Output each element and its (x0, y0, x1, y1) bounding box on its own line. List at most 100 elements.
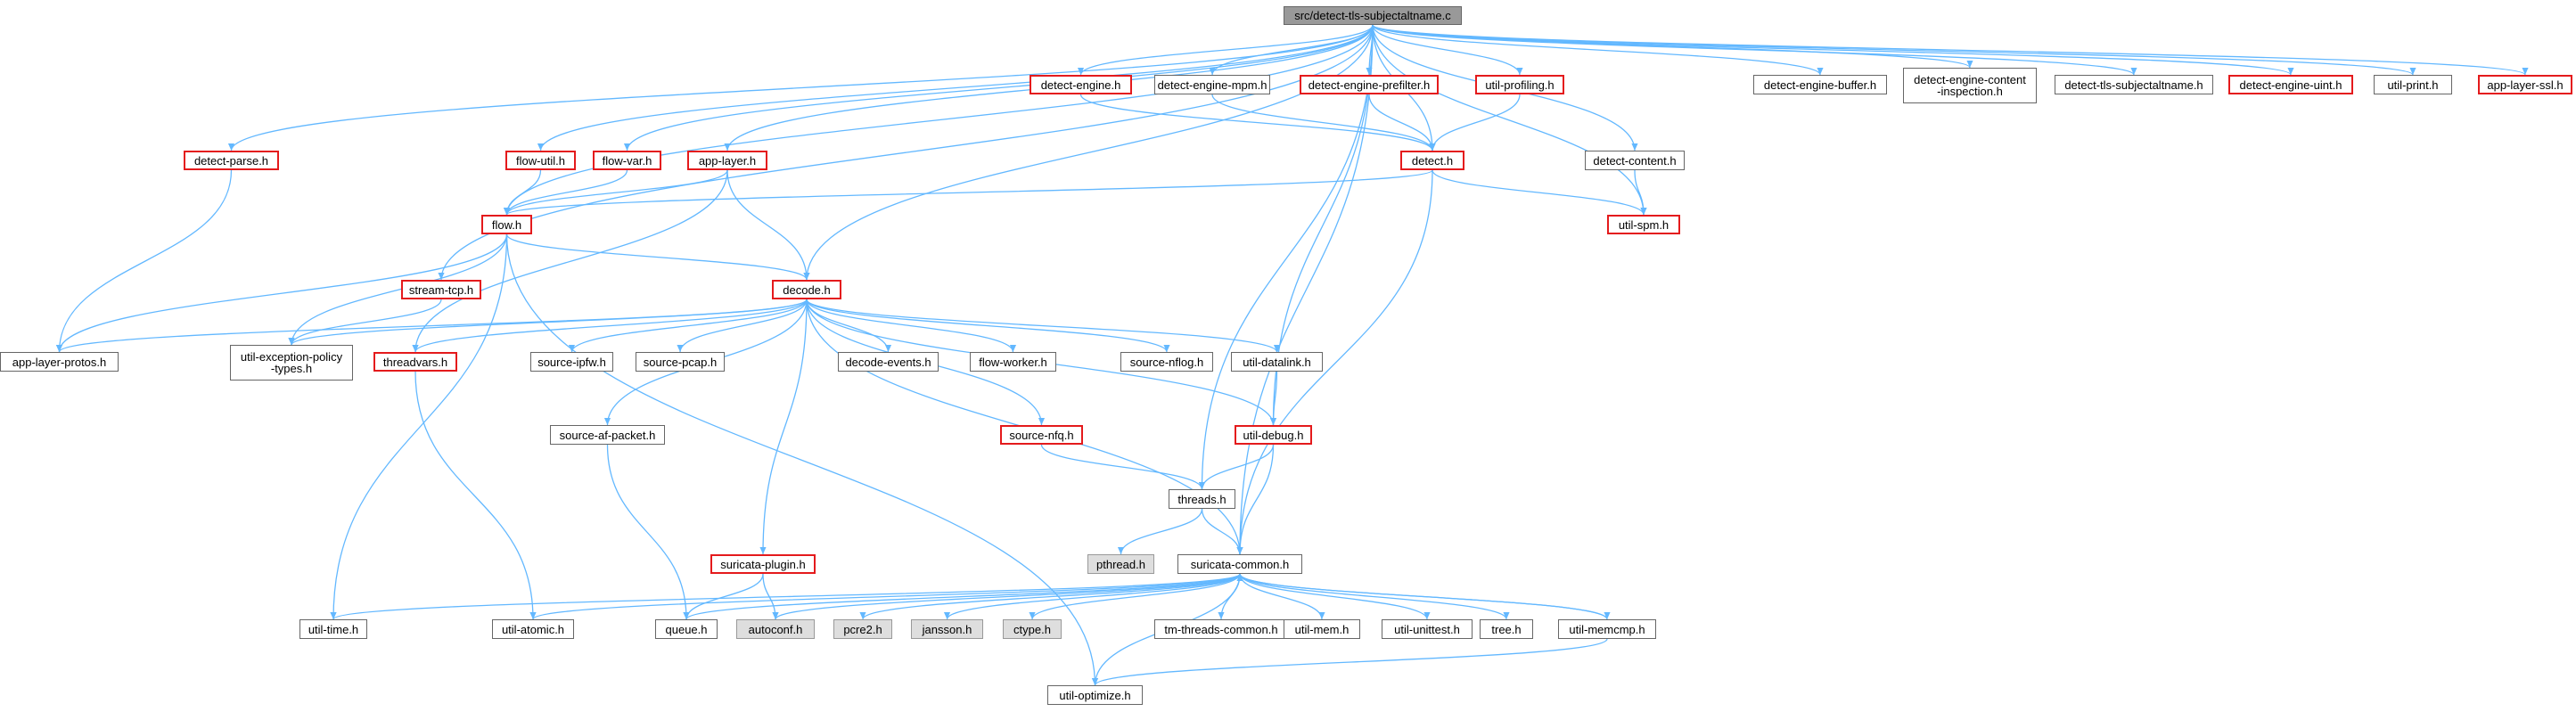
node-label: util-datalink.h (1243, 355, 1311, 369)
edge-detect-to-suricata-common (1236, 169, 1433, 555)
edge-root-to-flow-util (537, 24, 1374, 151)
node-tree[interactable]: tree.h (1480, 619, 1533, 639)
edge-threads-to-suricata-common (1201, 508, 1243, 555)
node-detect-engine[interactable]: detect-engine.h (1030, 75, 1132, 94)
node-util-exception-policy-types[interactable]: util-exception-policy -types.h (230, 345, 353, 381)
edge-suricata-common-to-util-time (330, 573, 1241, 620)
edge-root-to-decode (803, 24, 1374, 281)
node-label: source-af-packet.h (559, 428, 656, 442)
edge-app-layer-to-threadvars (412, 169, 728, 353)
node-label: detect-engine.h (1040, 78, 1121, 92)
edge-detect-engine-mpm-to-detect (1211, 94, 1436, 151)
node-detect-tls-subjectaltname[interactable]: detect-tls-subjectaltname.h (2055, 75, 2213, 94)
node-util-mem[interactable]: util-mem.h (1284, 619, 1360, 639)
node-label: app-layer-protos.h (12, 355, 107, 369)
node-label: decode-events.h (845, 355, 931, 369)
node-label: threads.h (1177, 492, 1226, 506)
node-label: source-nfq.h (1009, 428, 1074, 442)
node-util-spm[interactable]: util-spm.h (1607, 215, 1680, 234)
node-detect-engine-buffer[interactable]: detect-engine-buffer.h (1753, 75, 1887, 94)
node-detect-parse[interactable]: detect-parse.h (184, 151, 279, 170)
edge-suricata-common-to-ctype (1029, 573, 1241, 620)
node-flow[interactable]: flow.h (481, 215, 532, 234)
node-ctype: ctype.h (1003, 619, 1062, 639)
node-app-layer[interactable]: app-layer.h (687, 151, 767, 170)
node-util-unittest[interactable]: util-unittest.h (1382, 619, 1473, 639)
node-detect-engine-mpm[interactable]: detect-engine-mpm.h (1154, 75, 1270, 94)
node-label: detect-engine-content -inspection.h (1914, 73, 2026, 98)
node-label: jansson.h (922, 622, 972, 636)
node-util-optimize[interactable]: util-optimize.h (1047, 685, 1143, 705)
node-detect-engine-uint[interactable]: detect-engine-uint.h (2228, 75, 2353, 94)
node-threadvars[interactable]: threadvars.h (373, 352, 457, 372)
edge-root-to-detect-engine-uint (1372, 24, 2294, 76)
node-source-af-packet[interactable]: source-af-packet.h (550, 425, 665, 445)
node-util-profiling[interactable]: util-profiling.h (1475, 75, 1564, 94)
node-app-layer-ssl[interactable]: app-layer-ssl.h (2478, 75, 2572, 94)
node-suricata-common[interactable]: suricata-common.h (1177, 554, 1302, 574)
node-flow-worker[interactable]: flow-worker.h (970, 352, 1056, 372)
edge-suricata-common-to-jansson (943, 573, 1241, 620)
edge-source-nfq-to-threads (1040, 444, 1206, 490)
node-threads[interactable]: threads.h (1169, 489, 1235, 509)
node-label: detect-parse.h (193, 153, 269, 168)
node-decode[interactable]: decode.h (772, 280, 841, 299)
node-flow-util[interactable]: flow-util.h (505, 151, 576, 170)
edge-decode-to-util-datalink (806, 299, 1280, 353)
edge-decode-to-source-pcap (677, 299, 808, 353)
edge-root-to-util-profiling (1372, 24, 1523, 76)
node-label: util-exception-policy -types.h (240, 350, 343, 375)
node-util-atomic[interactable]: util-atomic.h (492, 619, 574, 639)
node-source-pcap[interactable]: source-pcap.h (636, 352, 725, 372)
edge-decode-to-source-ipfw (568, 299, 808, 353)
node-util-memcmp[interactable]: util-memcmp.h (1558, 619, 1656, 639)
node-queue[interactable]: queue.h (655, 619, 718, 639)
edge-root-to-detect-engine (1077, 24, 1374, 76)
node-label: detect.h (1411, 153, 1454, 168)
node-util-print[interactable]: util-print.h (2374, 75, 2452, 94)
node-source-nflog[interactable]: source-nflog.h (1120, 352, 1213, 372)
node-label: detect-tls-subjectaltname.h (2064, 78, 2203, 92)
node-decode-events[interactable]: decode-events.h (838, 352, 939, 372)
node-stream-tcp[interactable]: stream-tcp.h (401, 280, 481, 299)
edge-root-to-detect-parse (228, 24, 1374, 151)
edge-decode-to-util-exception-policy-types (288, 299, 808, 346)
edge-threadvars-to-util-atomic (414, 371, 537, 620)
node-detect-engine-prefilter[interactable]: detect-engine-prefilter.h (1300, 75, 1439, 94)
node-label: ctype.h (1013, 622, 1051, 636)
node-suricata-plugin[interactable]: suricata-plugin.h (710, 554, 816, 574)
node-detect-engine-content-inspection[interactable]: detect-engine-content -inspection.h (1903, 68, 2037, 103)
node-label: detect-engine-buffer.h (1763, 78, 1877, 92)
node-util-debug[interactable]: util-debug.h (1235, 425, 1312, 445)
edge-suricata-common-to-pcre2 (859, 573, 1241, 620)
edge-root-to-suricata-common (1236, 24, 1374, 555)
node-label: pthread.h (1096, 557, 1145, 571)
node-source-ipfw[interactable]: source-ipfw.h (530, 352, 613, 372)
node-label: tm-threads-common.h (1164, 622, 1278, 636)
node-app-layer-protos[interactable]: app-layer-protos.h (0, 352, 119, 372)
node-label: detect-engine-prefilter.h (1308, 78, 1431, 92)
node-label: flow.h (491, 217, 522, 232)
node-pcre2: pcre2.h (833, 619, 892, 639)
edge-detect-to-flow (504, 169, 1433, 216)
node-detect[interactable]: detect.h (1400, 151, 1464, 170)
node-util-datalink[interactable]: util-datalink.h (1231, 352, 1323, 372)
node-flow-var[interactable]: flow-var.h (593, 151, 661, 170)
node-util-time[interactable]: util-time.h (299, 619, 367, 639)
node-detect-content[interactable]: detect-content.h (1585, 151, 1685, 170)
edge-decode-to-threadvars (412, 299, 808, 353)
edge-util-memcmp-to-suricata-common (1236, 573, 1608, 620)
node-tm-threads-common[interactable]: tm-threads-common.h (1154, 619, 1288, 639)
node-label: app-layer-ssl.h (2487, 78, 2564, 92)
edge-suricata-common-to-queue (683, 573, 1241, 620)
node-source-nfq[interactable]: source-nfq.h (1000, 425, 1083, 445)
edge-util-datalink-to-util-debug (1269, 371, 1278, 426)
edge-flow-to-app-layer-protos (55, 233, 508, 353)
node-label: suricata-common.h (1190, 557, 1290, 571)
node-label: detect-engine-uint.h (2239, 78, 2342, 92)
edge-decode-to-source-nflog (806, 299, 1170, 353)
node-label: util-debug.h (1243, 428, 1304, 442)
edge-util-debug-to-suricata-common (1236, 444, 1275, 555)
node-label: util-mem.h (1294, 622, 1350, 636)
edge-flow-to-util-exception-policy-types (288, 233, 508, 346)
